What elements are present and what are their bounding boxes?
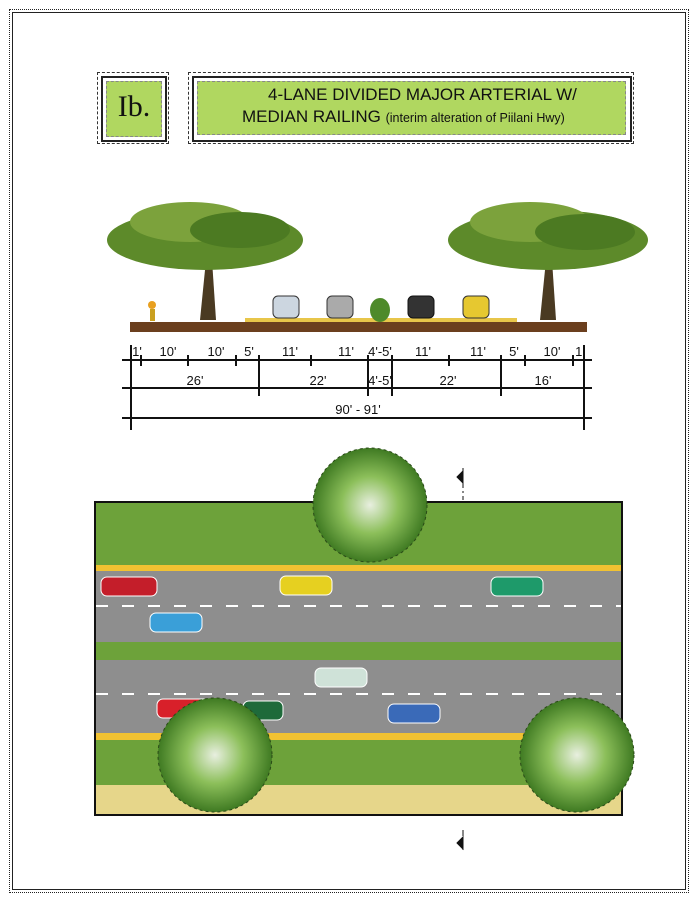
dim-sidewalk-left: 26' — [187, 373, 204, 388]
dim-7: 4'-5' — [368, 344, 392, 359]
section-cut-marker — [456, 468, 464, 852]
dim-lanes-right: 22' — [440, 373, 457, 388]
tree-right — [448, 202, 648, 320]
pedestrian-icon — [148, 301, 156, 309]
median — [96, 642, 621, 660]
outer-border-dotted — [9, 9, 689, 893]
dim-median: 4'-5' — [368, 373, 392, 388]
dim-8: 11' — [415, 344, 431, 359]
dim-sidewalk-right: 16' — [535, 373, 552, 388]
tree-canopy — [519, 697, 635, 813]
title-note: (interim alteration of Piilani Hwy) — [385, 111, 565, 125]
dim-10: 5' — [509, 344, 519, 359]
dimension-lines — [122, 345, 592, 430]
badge-label: Ib. — [117, 90, 151, 123]
dim-12: 1' — [575, 344, 585, 359]
dim-2: 10' — [160, 344, 177, 359]
dim-5: 11' — [282, 344, 298, 359]
title-line2: MEDIAN RAILING (interim alteration of Pi… — [242, 107, 565, 127]
badge-outer — [97, 72, 169, 144]
plan-view — [94, 447, 635, 852]
dim-11: 10' — [544, 344, 561, 359]
dim-9: 11' — [470, 344, 486, 359]
tree-canopy — [157, 697, 273, 813]
outer-border — [12, 12, 686, 890]
dim-1: 1' — [132, 344, 142, 359]
tree-canopy — [312, 447, 428, 563]
section-cars — [272, 295, 490, 319]
dim-6: 11' — [338, 344, 354, 359]
dim-lanes-left: 22' — [310, 373, 327, 388]
dim-4: 5' — [244, 344, 254, 359]
ground — [130, 322, 587, 332]
badge: Ib. — [106, 81, 162, 137]
tree-left — [107, 202, 303, 320]
title-line1: 4-LANE DIVIDED MAJOR ARTERIAL W/ — [268, 85, 577, 104]
title-outer — [188, 72, 634, 144]
title-box: 4-LANE DIVIDED MAJOR ARTERIAL W/ MEDIAN … — [197, 81, 626, 135]
title-main: MEDIAN RAILING — [242, 107, 381, 126]
pedestrian-body — [150, 309, 155, 321]
dim-3: 10' — [208, 344, 225, 359]
median-shrub — [370, 298, 390, 322]
dim-total: 90' - 91' — [335, 402, 380, 417]
title-frame — [192, 76, 632, 142]
badge-frame — [101, 76, 167, 142]
